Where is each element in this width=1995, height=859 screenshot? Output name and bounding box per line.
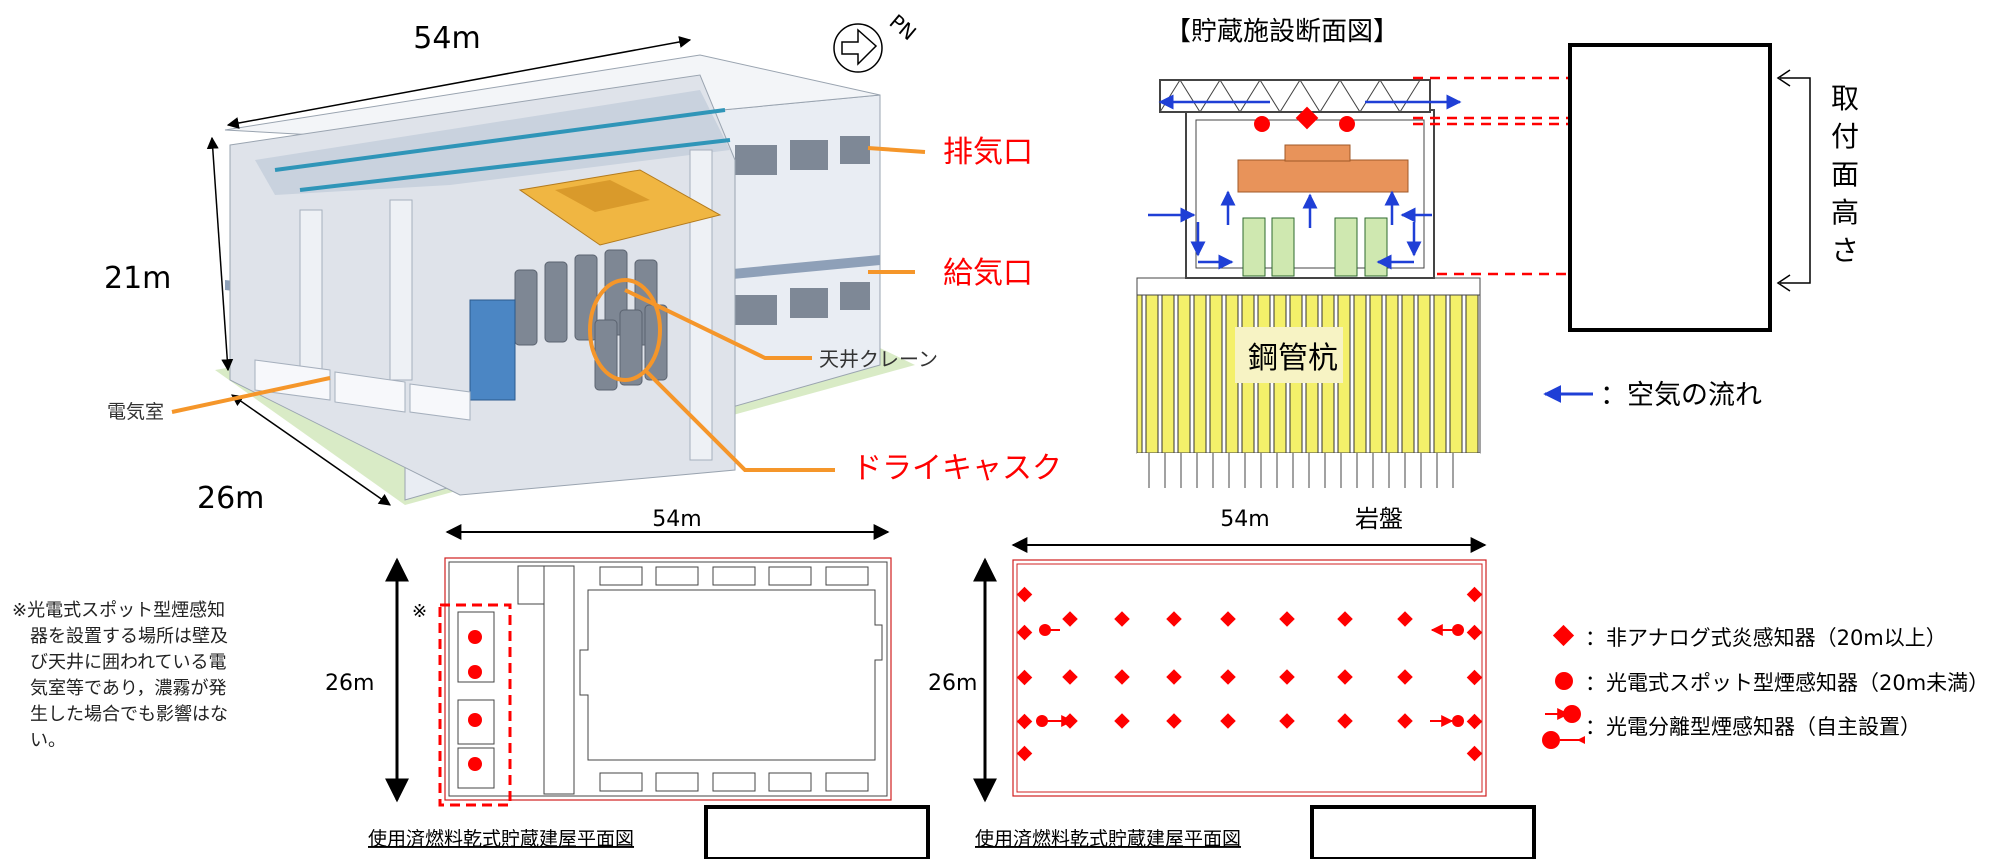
section-spot-detector-right bbox=[1339, 116, 1355, 132]
flame-detector bbox=[1166, 611, 1182, 627]
section-flame-detector bbox=[1295, 106, 1319, 130]
flame-detector bbox=[1016, 669, 1033, 686]
section-spot-detector-left bbox=[1254, 116, 1270, 132]
flame-detector bbox=[1016, 745, 1033, 762]
plan-right bbox=[1012, 559, 1487, 797]
plan-right-flame-detectors bbox=[1016, 586, 1483, 762]
spot-detector bbox=[468, 665, 482, 679]
flame-detector bbox=[1166, 669, 1182, 685]
plan-right-width-label: 26m bbox=[928, 671, 977, 696]
flame-detector bbox=[1337, 611, 1353, 627]
spot-detector bbox=[468, 713, 482, 727]
flame-detector bbox=[1114, 611, 1130, 627]
flame-detector bbox=[1466, 586, 1483, 603]
svg-text:び天井に囲われている電: び天井に囲われている電 bbox=[30, 652, 227, 673]
flame-detector bbox=[1114, 713, 1130, 729]
note-text: ※光電式スポット型煙感知 器を設置する場所は壁及 び天井に囲われている電 気室等… bbox=[12, 600, 228, 751]
svg-text:面: 面 bbox=[1831, 158, 1859, 191]
mount-height-box bbox=[1568, 43, 1772, 332]
electrical-room-highlight bbox=[438, 603, 512, 807]
dim-length-line bbox=[226, 36, 692, 129]
spot-detector bbox=[468, 630, 482, 644]
plan-right-caption-box bbox=[1310, 805, 1536, 859]
flame-detector bbox=[1397, 611, 1413, 627]
mount-height-bracket bbox=[1780, 77, 1811, 284]
dim-height-label: 21m bbox=[104, 261, 171, 296]
flame-detector bbox=[1220, 611, 1236, 627]
flame-detector bbox=[1466, 624, 1483, 641]
plan-left-asterisk: ※ bbox=[412, 601, 427, 622]
dim-width-line bbox=[231, 394, 391, 506]
plan-left-caption: 使用済燃料乾式貯蔵建屋平面図 bbox=[368, 828, 634, 850]
flame-detector bbox=[1397, 669, 1413, 685]
flame-detector bbox=[1466, 745, 1483, 762]
flame-detector bbox=[1062, 669, 1078, 685]
legend-spot-icon bbox=[1555, 672, 1573, 690]
plan-left-width-label: 26m bbox=[325, 671, 374, 696]
flame-detector bbox=[1220, 713, 1236, 729]
flame-detector bbox=[1166, 713, 1182, 729]
plan-left-length-label: 54m bbox=[652, 507, 701, 532]
dim-height-line bbox=[206, 136, 234, 372]
flame-detector bbox=[1397, 713, 1413, 729]
crane-label: 天井クレーン bbox=[819, 347, 938, 371]
legend-flame-label: ：非アナログ式炎感知器（20m以上） bbox=[1585, 626, 1947, 650]
intake-label: 給気口 bbox=[943, 256, 1033, 291]
flame-detector bbox=[1220, 669, 1236, 685]
building-illustration bbox=[215, 54, 915, 505]
svg-text:※光電式スポット型煙感知: ※光電式スポット型煙感知 bbox=[12, 600, 225, 621]
dry-cask-label: ドライキャスク bbox=[852, 451, 1062, 486]
svg-text:い。: い。 bbox=[30, 730, 66, 751]
flame-detector bbox=[1062, 611, 1078, 627]
flame-detector bbox=[1016, 713, 1033, 730]
compass-letters: PN bbox=[885, 9, 921, 45]
svg-text:取: 取 bbox=[1831, 82, 1859, 115]
dim-width-label: 26m bbox=[197, 481, 264, 516]
svg-text:生した場合でも影響はな: 生した場合でも影響はな bbox=[30, 704, 228, 725]
flame-detector bbox=[1279, 669, 1295, 685]
plan-right-caption: 使用済燃料乾式貯蔵建屋平面図 bbox=[975, 828, 1241, 850]
svg-text:気室等であり，濃霧が発: 気室等であり，濃霧が発 bbox=[30, 678, 227, 699]
flame-detector bbox=[1016, 586, 1033, 603]
plan-left-caption-box bbox=[704, 805, 930, 859]
section-diagram bbox=[1136, 79, 1481, 489]
plan-right-beam-detectors bbox=[1036, 624, 1464, 727]
mount-height-guides bbox=[1413, 76, 1570, 276]
piles-label: 鋼管杭 bbox=[1248, 341, 1338, 376]
flame-detector bbox=[1466, 669, 1483, 686]
exhaust-label: 排気口 bbox=[943, 135, 1033, 170]
plan-left bbox=[444, 557, 892, 801]
legend-flame-icon bbox=[1552, 624, 1575, 647]
legend-beam-label: ：光電分離型煙感知器（自主設置） bbox=[1585, 715, 1921, 739]
section-title: 【貯蔵施設断面図】 bbox=[1165, 17, 1399, 47]
dim-length-label: 54m bbox=[413, 21, 480, 56]
flame-detector bbox=[1337, 713, 1353, 729]
flame-detector bbox=[1279, 611, 1295, 627]
airflow-arrows bbox=[1148, 94, 1462, 270]
flame-detector bbox=[1337, 669, 1353, 685]
legend-beam-icon bbox=[1542, 705, 1585, 749]
spot-detector bbox=[468, 757, 482, 771]
flame-detector bbox=[1016, 624, 1033, 641]
svg-text:付: 付 bbox=[1831, 120, 1859, 153]
flame-detector bbox=[1114, 669, 1130, 685]
svg-text:さ: さ bbox=[1831, 234, 1859, 267]
airflow-legend-label: ：空気の流れ bbox=[1600, 380, 1762, 411]
compass-icon: PN bbox=[833, 9, 921, 73]
svg-text:器を設置する場所は壁及: 器を設置する場所は壁及 bbox=[30, 626, 228, 647]
electrical-room-label: 電気室 bbox=[107, 401, 164, 423]
svg-text:高: 高 bbox=[1831, 196, 1859, 229]
plan-left-spot-detectors bbox=[468, 630, 482, 771]
plan-right-length-label: 54m bbox=[1220, 507, 1269, 532]
flame-detector bbox=[1279, 713, 1295, 729]
mount-height-label: 取 付 面 高 さ bbox=[1831, 82, 1859, 267]
legend-spot-label: ：光電式スポット型煙感知器（20m未満） bbox=[1585, 671, 1989, 695]
flame-detector bbox=[1466, 713, 1483, 730]
bedrock-label: 岩盤 bbox=[1355, 505, 1403, 533]
